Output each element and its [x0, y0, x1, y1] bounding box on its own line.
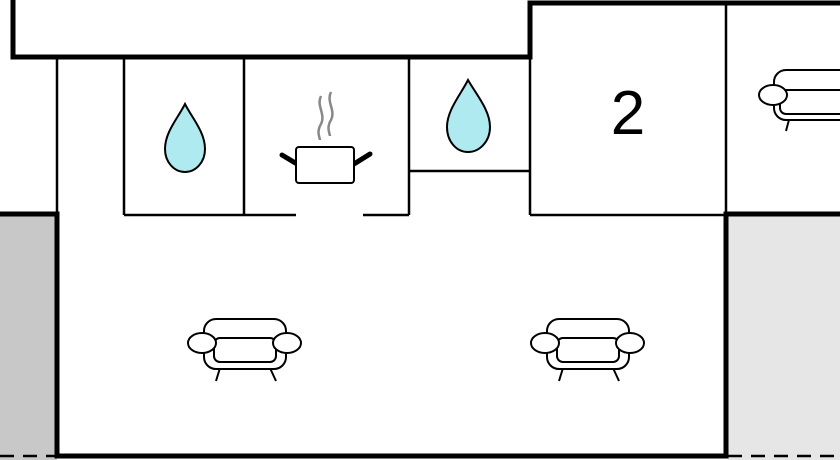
armchair-icon — [530, 318, 645, 382]
room-number: 2 — [611, 79, 645, 148]
sofa-icon — [758, 69, 840, 132]
water-drop-icon — [445, 77, 492, 154]
wall-left-outer — [0, 211, 840, 459]
armchair-icon — [187, 318, 302, 382]
wall-top-left-room — [10, 0, 840, 60]
shaded-area-left — [0, 214, 57, 460]
shaded-area-right — [728, 214, 840, 460]
cooking-pot-icon — [279, 91, 373, 184]
water-drop-icon — [163, 101, 207, 174]
